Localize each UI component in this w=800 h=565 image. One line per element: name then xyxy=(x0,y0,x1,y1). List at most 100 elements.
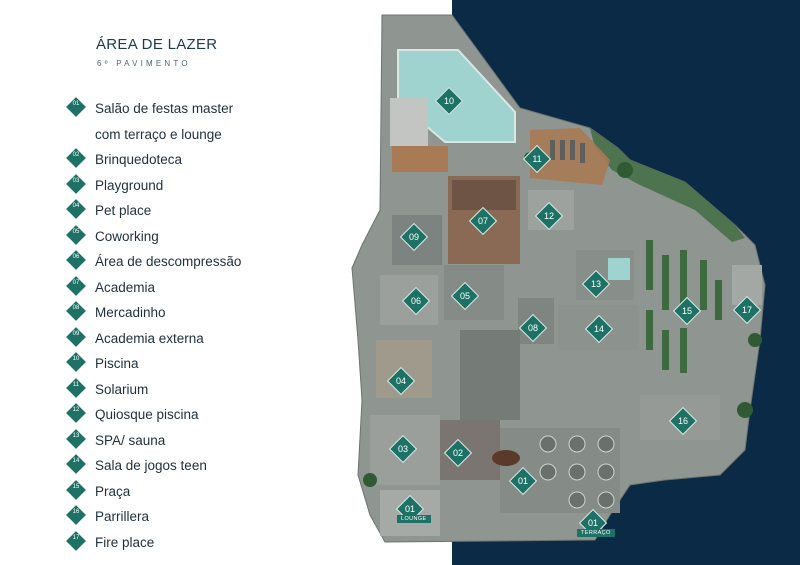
marker-number: 08 xyxy=(527,323,538,333)
marker-number: 04 xyxy=(395,376,406,386)
plan-marker-mercadinho: 08 xyxy=(518,313,548,343)
legend-badge-number: 02 xyxy=(72,152,80,158)
legend-label: Quiosque piscina xyxy=(95,407,199,422)
legend-item-12: 12 Quiosque piscina xyxy=(66,402,255,428)
wood-deck xyxy=(392,146,448,172)
legend-item-07: 07 Academia xyxy=(66,275,255,301)
plan-marker-lounge: 01 xyxy=(395,494,425,524)
plan-marker-spa: 13 xyxy=(581,269,611,299)
legend-item-14: 14 Sala de jogos teen xyxy=(66,453,255,479)
round-tables xyxy=(539,435,615,509)
legend-label: Mercadinho xyxy=(95,305,166,320)
marker-number: 05 xyxy=(459,291,470,301)
marker-number: 09 xyxy=(408,232,419,242)
legend-badge-number: 01 xyxy=(72,101,80,107)
plan-marker-quiosque: 12 xyxy=(534,201,564,231)
legend-badge-number: 03 xyxy=(72,177,80,184)
legend-item-09: 09 Academia externa xyxy=(66,326,255,352)
legend-item-02: 02 Brinquedoteca xyxy=(66,147,255,173)
legend-badge-number: 13 xyxy=(72,432,80,439)
party-table xyxy=(492,450,520,466)
legend-label: Coworking xyxy=(95,228,159,244)
plan-marker-terraco: 01 xyxy=(578,508,608,538)
legend-badge-number: 09 xyxy=(72,330,80,337)
legend-label: Brinquedoteca xyxy=(95,152,183,167)
marker-number: 01 xyxy=(517,476,528,486)
legend-label: SPA/ sauna xyxy=(95,432,166,448)
legend-label: Solarium xyxy=(95,381,149,397)
plan-marker-parrillera: 16 xyxy=(668,406,698,436)
legend-badge-number: 16 xyxy=(72,509,80,515)
plan-marker-salao: 01 xyxy=(508,466,538,496)
marker-number: 11 xyxy=(532,154,542,164)
legend-item-05: 05 Coworking xyxy=(66,224,255,250)
marker-number: 12 xyxy=(543,211,554,221)
plan-marker-pet-place: 04 xyxy=(386,366,416,396)
plan-marker-playground: 03 xyxy=(388,434,418,464)
legend-badge-number: 11 xyxy=(72,381,80,388)
plan-marker-jogos-teen: 14 xyxy=(584,314,614,344)
legend-badge-number: 08 xyxy=(72,305,80,311)
legend-item-11: 11 Solarium xyxy=(66,377,255,403)
marker-number: 02 xyxy=(452,448,463,458)
marker-number: 14 xyxy=(593,324,604,334)
spa-jacuzzi xyxy=(608,258,630,280)
legend-badge-number: 12 xyxy=(72,407,80,413)
legend-label: Piscina xyxy=(95,356,139,371)
elevator-core xyxy=(460,330,520,420)
page-title: ÁREA DE LAZER xyxy=(96,36,218,53)
floor-plan-drawing xyxy=(351,14,766,543)
legend-item-13: 13 SPA/ sauna xyxy=(66,428,255,454)
gym-rubber-floor xyxy=(452,180,516,210)
plan-marker-descompressao: 06 xyxy=(401,286,431,316)
marker-number: 01 xyxy=(587,518,598,528)
plan-marker-praca: 15 xyxy=(672,296,702,326)
legend-badge-number: 10 xyxy=(72,356,80,362)
legend-badge-number: 17 xyxy=(72,534,80,541)
garden-edge xyxy=(590,128,745,242)
lounge-tag: LOUNGE xyxy=(397,515,431,523)
marker-number: 07 xyxy=(477,216,488,226)
legend-badge-number: 06 xyxy=(72,254,80,260)
plan-marker-coworking: 05 xyxy=(450,281,480,311)
legend-item-01: 01 Salão de festas master com terraço e … xyxy=(66,96,255,147)
plan-marker-fire-place: 17 xyxy=(732,295,762,325)
legend-badge-number: 05 xyxy=(72,228,80,235)
floor-plan: 10 11 07 12 09 13 06 05 15 17 08 14 04 1… xyxy=(340,10,790,558)
legend-item-08: 08 Mercadinho xyxy=(66,300,255,326)
legend-item-06: 06 Área de descompressão xyxy=(66,249,255,275)
marker-number: 17 xyxy=(741,305,752,315)
sun-loungers xyxy=(550,140,585,163)
legend-item-03: 03 Playground xyxy=(66,173,255,199)
legend-label: Salão de festas master com terraço e lou… xyxy=(95,101,234,142)
legend-item-04: 04 Pet place xyxy=(66,198,255,224)
marker-number: 01 xyxy=(404,504,415,514)
legend-label: Fire place xyxy=(95,534,155,550)
marker-number: 16 xyxy=(677,416,688,426)
legend-badge-number: 15 xyxy=(72,483,80,490)
plan-marker-academia-externa: 09 xyxy=(399,222,429,252)
marker-number: 13 xyxy=(590,279,601,289)
square-planters xyxy=(646,240,722,373)
legend-badge-number: 07 xyxy=(72,279,80,286)
legend-list: 01 Salão de festas master com terraço e … xyxy=(66,96,255,556)
marker-number: 03 xyxy=(397,444,408,454)
marker-number: 06 xyxy=(410,296,421,306)
legend-item-15: 15 Praça xyxy=(66,479,255,505)
legend-label: Academia externa xyxy=(95,330,204,346)
legend-label: Parrillera xyxy=(95,509,150,524)
legend-label: Sala de jogos teen xyxy=(95,458,207,473)
legend-label: Playground xyxy=(95,177,164,193)
legend-label: Praça xyxy=(95,483,131,499)
marker-number: 15 xyxy=(681,306,692,316)
terraco-tag: TERRAÇO xyxy=(577,529,615,537)
legend-badge-number: 04 xyxy=(72,203,80,209)
legend-label: Pet place xyxy=(95,203,152,218)
legend-label: Academia xyxy=(95,279,156,295)
legend-item-10: 10 Piscina xyxy=(66,351,255,377)
legend-item-17: 17 Fire place xyxy=(66,530,255,556)
page-subtitle: 6º PAVIMENTO xyxy=(97,59,191,68)
plan-marker-academia: 07 xyxy=(468,206,498,236)
legend-label: Área de descompressão xyxy=(95,254,242,269)
legend-item-16: 16 Parrillera xyxy=(66,504,255,530)
